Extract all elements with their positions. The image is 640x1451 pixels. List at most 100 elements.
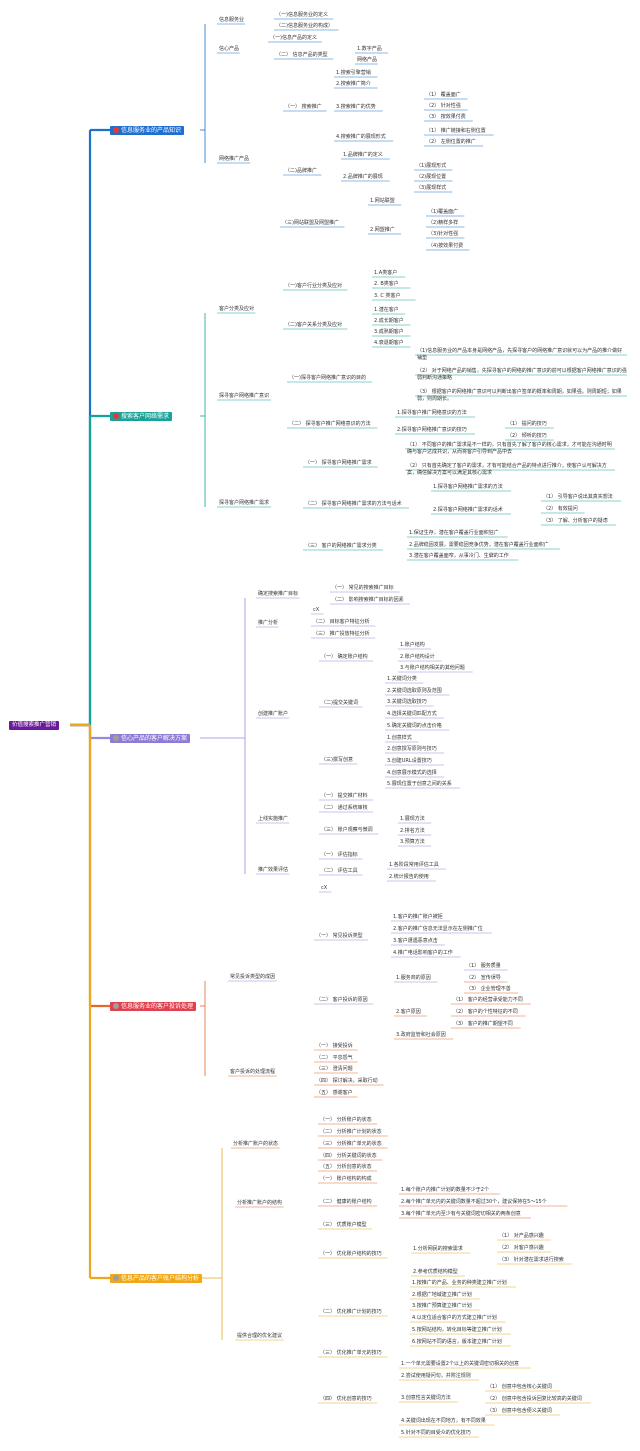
map-node: 2.网盟推广 [370,227,395,233]
map-node: （3） 针对潜在需求进行搜索 [499,1257,564,1263]
map-node: （二)品牌推广 [285,168,317,174]
map-node: 4.推广电话影响客户的工作 [393,950,453,956]
map-node: （二)客户关系分类及应对 [285,322,342,328]
map-node: （一） 常见的搜索推广目标 [332,585,394,591]
map-node: （二)提交关键词 [321,700,358,706]
map-node: 2.探寻客户网络推广意识的技巧 [397,427,467,433]
map-node: 2.客户的推广信息无法显示在左侧推广位 [393,926,483,932]
map-node: 1.数字产品 [357,46,382,52]
map-node: 2.品牌稳固发展，需要稳固竞争优势，潜在客户覆盖行业面积广 [409,542,549,548]
map-node: （3)针对性强 [428,231,459,237]
map-node: （1)信息服务业的产品本身是网络产品，先探寻客户的网络推广意识就可以为产品的推介… [417,348,623,361]
map-node: （3） 按效果付费 [426,114,466,120]
map-node: 信息服务业 [219,17,245,23]
map-node: 6.按网站不同的语言，版本建立推广计划 [412,1339,502,1345]
map-node: 2.品牌推广的展现 [343,174,383,180]
map-node: 3.潜在客户覆盖面窄，从事冷门、生僻的工作 [409,553,509,559]
map-node: 网络产品 [357,57,378,63]
map-node: （三） 优化推广单元的技巧 [320,1350,382,1356]
map-node: （一） 账户结构的构成 [320,1176,372,1182]
map-node: （1） 推广链接和右侧位置 [426,128,486,134]
map-node: 1.潜在客户 [374,307,399,313]
map-node: （一） 分析账户的状态 [320,1117,372,1123]
map-node: （2） 有效提问 [543,506,578,512]
map-node: 3.客户遭遇恶意点击 [393,938,438,944]
map-node: （3） 客户的推广期望不同 [453,1021,513,1027]
map-node: 2. B类客户 [374,281,399,287]
branch-label: 信心产品的客户解决方案 [121,735,188,742]
map-node: 2.创意撰写原则与技巧 [387,746,437,752]
map-node: （二） 影响搜索推广目标的因素 [332,597,404,603]
map-node: （二） 评估工具 [321,868,358,874]
map-node: （一） 评估指标 [321,852,358,858]
map-node: 1.探寻客户推广网络意识的方法 [397,410,467,416]
gray-circle-icon [113,1275,119,1281]
map-node: （3） 企业管理不善 [466,986,511,992]
map-node: 客户投诉的处理流程 [230,1069,276,1075]
map-node: 探寻客户网络推广意识 [219,393,270,399]
map-node: 3.搜索推广的优势 [336,104,376,110]
map-node: （一） 探寻客户网络推广需求 [305,460,372,466]
map-node: 1.探寻客户网络推广需求的方法 [433,484,503,490]
map-node: （二） 通过系统审核 [321,805,368,811]
map-node: 3.成熟期客户 [374,329,404,335]
map-node: 信心产品 [219,46,240,52]
map-node: 2.参考优质结构模型 [413,1269,458,1275]
map-node: 4.搜索推广的展现形式 [336,134,386,140]
map-node: （三） 账户观察与微调 [321,827,373,833]
map-node: 1.账户结构 [400,642,425,648]
map-node: 3.关键词选取技巧 [387,699,427,705]
red-circle-icon [113,413,119,419]
map-node: （一） 提交推广材料 [321,793,368,799]
map-node: （四） 优化创意的技巧 [320,1396,372,1402]
map-node: （三） 推广投放特征分析 [313,631,370,637]
map-node: 4.创意展示模式的选择 [387,770,437,776]
map-node: 1.展现方法 [400,816,425,822]
map-node: 2.关键词选取原则及范围 [387,688,442,694]
map-node: （二） 优化推广计划的技巧 [320,1309,382,1315]
map-node: 3. C 类客户 [374,293,401,299]
map-node: 1.关键词分类 [387,676,417,682]
map-node: （五） 感谢客户 [316,1090,353,1096]
map-node: 客户分类及应对 [219,306,255,312]
map-node: cX [321,885,328,891]
map-node: 1.每个账户内推广计划的数量不少于2个 [401,1187,489,1193]
map-node: （2)精样多样 [428,220,459,226]
gray-circle-icon [113,735,119,741]
map-node: （二） 信息产品的类型 [276,52,328,58]
map-node: 1.服务商的原因 [396,975,431,981]
map-node: 3.与账户结构相关的其他问题 [400,665,465,671]
map-node: 2.成长期客户 [374,318,404,324]
map-node: 5.按网站结构，转化目标等建立推广计划 [412,1327,502,1333]
map-node: 提供合理的优化建议 [237,1333,283,1339]
map-node: 3.创意性言关键词方法 [401,1395,451,1401]
map-node: （2） 宣传误导 [466,975,501,981]
map-node: （一） 优化账户结构的技巧 [320,1251,382,1257]
map-node: （3)展现样式 [416,185,447,191]
map-node: 2.账户结构设计 [400,654,435,660]
map-node: （2)展现位置 [416,174,447,180]
map-node: 1.创意样式 [387,735,412,741]
map-node: （3） 创意中包含便义关键词 [487,1408,552,1414]
map-node: 常见投诉类型的成因 [230,974,276,980]
map-node: 3.按推广预算建立推广计划 [412,1303,472,1309]
map-node: 4.关键词出现在不同地方，有不同效果 [401,1418,486,1424]
map-node: （1） 服务质量 [466,963,501,969]
map-node: 2.每个推广单元内的关键词数量不超过30个，建议保持在5～15个 [401,1199,547,1205]
root-node: 价值搜索推广营销 [9,721,60,730]
map-node: 1.搜索引擎营销 [336,70,371,76]
branch-node: 信息产品的客户账户结构分析 [110,1274,203,1283]
map-node: 3.每个推广单元内至少有与关键词密切相关的两条创意 [401,1211,521,1217]
map-node: 2.搜索推广简介 [336,81,371,87]
red-circle-icon [113,127,119,133]
map-node: （3） 根据客户的网络推广意识可以判断出客户签单的概率和周期，如果强，则周期短；… [417,389,622,402]
branch-node: 信心产品的客户解决方案 [110,734,191,743]
gray-circle-icon [113,1003,119,1009]
map-node: （三） 客户的网络推广需求分类 [305,543,377,549]
map-node: （一)客户行业分类及应对 [285,283,342,289]
map-node: （1)覆盖面广 [428,209,459,215]
map-node: 1.各阶段常用评估工具 [389,862,439,868]
map-node: 1.客户的推广账户被拒 [393,914,443,920]
map-node: （二） 探寻客户网络推广需求的方法与话术 [305,501,402,507]
map-node: （2） 针对性强 [426,103,461,109]
